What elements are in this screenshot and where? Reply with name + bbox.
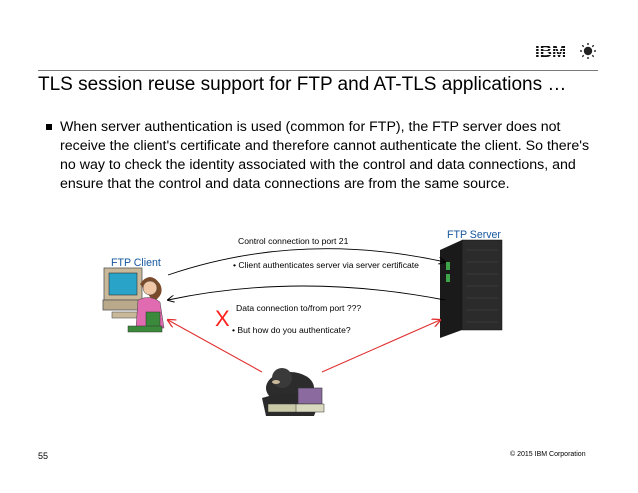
data-connection-note: • But how do you authenticate? <box>232 325 351 335</box>
ftp-server-icon <box>440 239 503 338</box>
ibm-emblem-icon <box>580 43 596 59</box>
control-connection-arrow <box>167 248 445 276</box>
copyright-text: © 2015 IBM Corporation <box>510 451 586 458</box>
ftp-client-icon <box>102 267 165 333</box>
slide-title: TLS session reuse support for FTP and AT… <box>38 74 567 95</box>
x-mark: X <box>215 306 230 331</box>
bullet-text: When server authentication is used (comm… <box>60 119 590 192</box>
page-number: 55 <box>38 451 49 461</box>
data-connection-arrow <box>168 285 446 300</box>
header-rule <box>38 70 598 71</box>
attacker-to-client-arrow <box>168 320 263 373</box>
control-connection-note: • Client authenticates server via server… <box>233 260 419 270</box>
ftp-client-label: FTP Client <box>111 257 161 269</box>
ibm-logo: IBM <box>535 42 596 60</box>
data-connection-label: Data connection to/from port ??? <box>236 303 361 313</box>
attacker-to-server-arrow <box>321 320 440 373</box>
control-connection-label: Control connection to port 21 <box>238 236 349 246</box>
ftp-server-label: FTP Server <box>447 229 501 241</box>
bullet-marker <box>46 124 52 130</box>
attacker-icon <box>262 368 325 416</box>
